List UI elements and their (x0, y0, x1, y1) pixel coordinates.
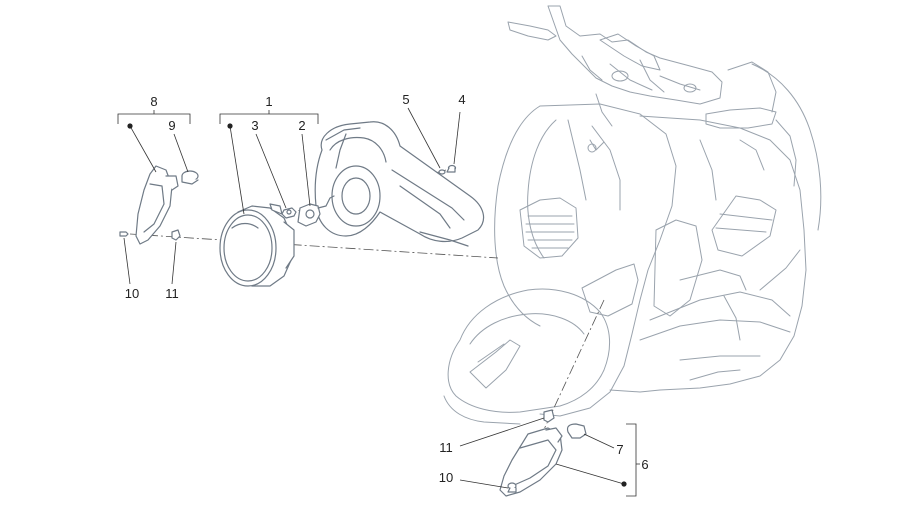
screw-part-10-right (507, 482, 517, 493)
washer-part-5 (438, 169, 446, 175)
callout-dot-1 (227, 123, 233, 129)
alignment-line-headlight (129, 233, 499, 259)
leader-7 (583, 433, 615, 449)
callout-dot-6 (621, 481, 627, 487)
callout-label-7: 7 (616, 442, 623, 457)
callout-label-6: 6 (641, 457, 648, 472)
leader-11-right (459, 417, 545, 447)
nut-part-11-right (543, 409, 555, 423)
leader-1-dot (229, 125, 245, 215)
leader-10-right (459, 479, 509, 489)
handlebar-rear-cover-part (314, 121, 485, 247)
rear-turn-signal-bulb-part (566, 423, 587, 439)
callout-label-8: 8 (150, 94, 157, 109)
callout-label-11-right: 11 (439, 440, 453, 455)
screw-part-10-left (119, 231, 129, 237)
callout-label-2: 2 (298, 118, 305, 133)
callout-label-9: 9 (168, 118, 175, 133)
bracket-group-8 (117, 113, 191, 124)
leader-11-left (171, 241, 177, 285)
headlight-bulb-part (281, 207, 297, 219)
callout-dots (127, 123, 627, 487)
front-shield-drawing (494, 103, 677, 417)
scooter-body-drawing (443, 5, 822, 425)
callout-dot-8 (127, 123, 133, 129)
leader-3 (255, 133, 287, 209)
callout-label-11-left: 11 (165, 286, 179, 301)
handlebar-drawing (507, 5, 777, 129)
parts (119, 121, 587, 497)
leader-10-left (123, 237, 131, 285)
callout-label-10-right: 10 (439, 470, 453, 485)
leader-4 (453, 111, 461, 165)
leader-2 (301, 133, 311, 207)
nut-part-11-left (171, 229, 181, 241)
bulb-socket-part (297, 195, 335, 227)
rear-turn-signal-lens-part (499, 427, 563, 497)
screw-part-4 (446, 164, 457, 173)
callout-label-4: 4 (458, 92, 465, 107)
turn-signal-lens-part (135, 165, 179, 245)
leader-6-dot (555, 463, 625, 485)
leader-9 (173, 133, 189, 173)
callout-labels: 8 1 9 3 2 5 4 10 11 11 10 7 6 (125, 92, 649, 485)
turn-signal-bulb-part (181, 170, 199, 185)
leader-8-dot (129, 125, 157, 173)
callout-label-10-left: 10 (125, 286, 139, 301)
front-mudguard-drawing (443, 288, 610, 425)
leader-lines (117, 107, 640, 497)
bracket-group-6 (626, 423, 637, 497)
callout-label-3: 3 (251, 118, 258, 133)
headlight-unit-part (219, 203, 295, 287)
callout-label-1: 1 (265, 94, 272, 109)
body-side-drawing (609, 61, 822, 393)
callout-label-5: 5 (402, 92, 409, 107)
leader-5 (407, 107, 441, 169)
